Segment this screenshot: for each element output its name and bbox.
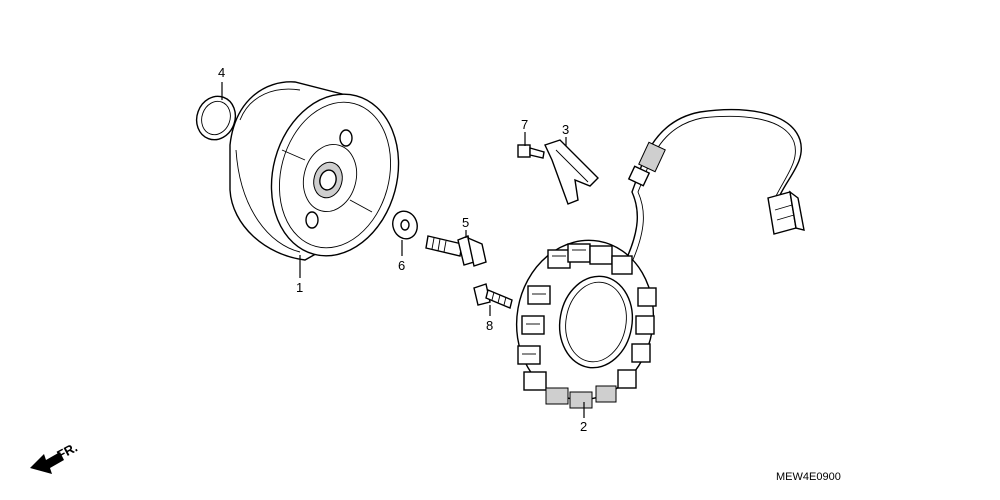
callout-label-4: 4 <box>218 65 225 80</box>
callout-label-6: 6 <box>398 258 405 273</box>
diagram-code: MEW4E0900 <box>776 471 841 483</box>
leader-lines <box>221 82 585 418</box>
callout-label-8: 8 <box>486 318 493 333</box>
callout-label-7: 7 <box>521 117 528 132</box>
callout-label-2: 2 <box>580 419 587 434</box>
bolt-part-8 <box>473 283 513 309</box>
callout-label-5: 5 <box>462 215 469 230</box>
connector <box>767 190 805 235</box>
callout-label-3: 3 <box>562 122 569 137</box>
stator-part-2 <box>515 239 657 409</box>
washer-part-6 <box>392 210 418 240</box>
wire-harness <box>624 108 802 263</box>
clamp-plate-part-3 <box>544 139 599 205</box>
front-direction-arrow-icon <box>30 452 64 474</box>
callout-label-1: 1 <box>296 280 303 295</box>
flywheel-part-1 <box>229 81 400 261</box>
bolt-part-7 <box>517 144 545 159</box>
flange-bolt-part-5 <box>425 235 487 267</box>
